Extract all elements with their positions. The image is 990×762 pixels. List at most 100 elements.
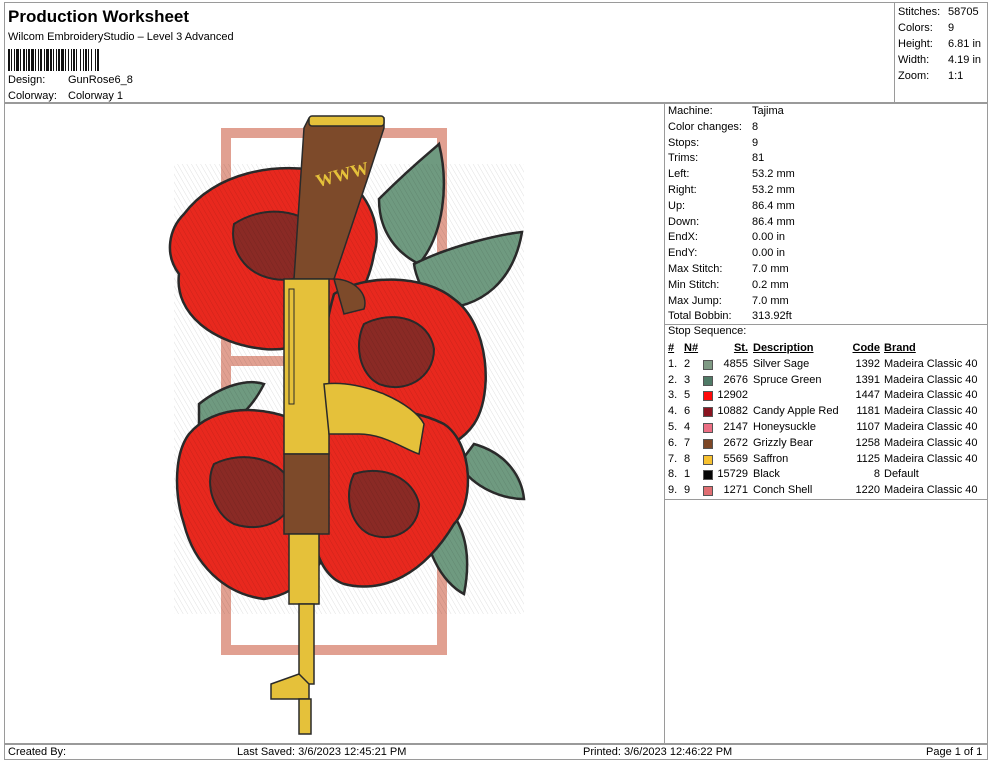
info-label: Trims:	[668, 152, 699, 165]
machine-info-row: EndY: 0.00 in	[668, 246, 988, 262]
created-by: Created By:	[8, 746, 67, 758]
stop-index: 6.	[668, 436, 678, 449]
stitch-count: 5569	[723, 452, 748, 465]
color-swatch	[703, 486, 713, 497]
colors-label: Colors:	[898, 22, 933, 34]
thread-brand: Madeira Classic 40	[884, 357, 978, 370]
stop-index: 9.	[668, 484, 678, 497]
colors-row: Colors: 9	[898, 20, 981, 36]
info-value: 7.0 mm	[752, 262, 789, 275]
machine-info-row: Stops:9	[668, 136, 988, 152]
stitches-value: 58705	[948, 6, 979, 18]
thread-code: 8	[873, 468, 880, 481]
needle-number: 9	[684, 484, 691, 497]
barcode	[8, 49, 164, 71]
color-swatch	[703, 454, 713, 465]
color-swatch	[703, 470, 713, 481]
design-preview: WWW	[4, 104, 665, 744]
info-label: Color changes:	[668, 120, 742, 133]
info-value: 0.00 in	[752, 231, 786, 244]
info-label: Max Jump:	[668, 294, 722, 307]
color-description: Saffron	[753, 452, 789, 465]
info-value: 86.4 mm	[752, 199, 795, 212]
stitches-label: Stitches:	[898, 6, 941, 18]
col-header-code: Code	[852, 342, 881, 354]
info-value: 53.2 mm	[752, 168, 795, 181]
needle-number: 2	[684, 357, 691, 370]
info-label: EndY:	[668, 247, 698, 260]
stop-index: 3.	[668, 389, 678, 402]
worksheet-footer: Created By: Last Saved: 3/6/2023 12:45:2…	[4, 745, 988, 760]
machine-info-row: Right:53.2 mm	[668, 183, 988, 199]
thread-brand: Madeira Classic 40	[884, 405, 978, 418]
info-label: Machine:	[668, 105, 713, 117]
color-description: Black	[753, 468, 780, 481]
page-title: Production Worksheet	[8, 7, 190, 26]
needle-number: 7	[684, 436, 691, 449]
info-value: Tajima	[752, 105, 784, 117]
zoom-row: Zoom:1:1	[898, 68, 981, 84]
info-value: 313.92ft	[752, 310, 792, 323]
design-value: GunRose6_8	[68, 74, 133, 86]
thread-code: 1220	[855, 484, 880, 497]
info-label: Min Stitch:	[668, 278, 720, 291]
embroidery-design-image: WWW	[168, 115, 526, 735]
colorway-value: Colorway 1	[68, 90, 124, 102]
thread-code: 1447	[855, 389, 880, 402]
stitch-count: 2147	[723, 420, 748, 433]
machine-info-row: Max Stitch:7.0 mm	[668, 262, 988, 278]
width-row: Width:4.19 in	[898, 52, 981, 68]
thread-brand: Madeira Classic 40	[884, 373, 978, 386]
colorway-label: Colorway:	[8, 90, 57, 102]
thread-brand: Madeira Classic 40	[884, 389, 978, 402]
last-saved: Last Saved: 3/6/2023 12:45:21 PM	[237, 746, 407, 758]
stop-index: 1.	[668, 357, 678, 370]
stitch-count: 2672	[723, 436, 748, 449]
colorway-row: Colorway: Colorway 1	[8, 90, 123, 102]
worksheet-header: Production Worksheet Wilcom EmbroiderySt…	[5, 3, 895, 104]
colors-value: 9	[948, 22, 955, 34]
col-header-stitches: St.	[733, 342, 748, 354]
color-swatch	[703, 422, 713, 433]
info-label: EndX:	[668, 231, 698, 244]
height-label: Height:	[898, 38, 933, 50]
thread-brand: Madeira Classic 40	[884, 452, 978, 465]
machine-info-row: Max Jump: 7.0 mm	[668, 294, 988, 310]
width-value: 4.19 in	[948, 54, 982, 66]
needle-number: 3	[684, 373, 691, 386]
design-row: Design:GunRose6_8	[8, 74, 133, 86]
col-header-description: Description	[753, 342, 814, 354]
color-description: Honeysuckle	[753, 420, 816, 433]
table-divider	[665, 499, 988, 500]
machine-info-row: Total Bobbin: 313.92ft	[668, 309, 988, 325]
color-swatch	[703, 375, 713, 386]
thread-brand: Default	[884, 468, 919, 481]
color-description: Silver Sage	[753, 357, 810, 370]
info-value: 86.4 mm	[752, 215, 795, 228]
color-swatch	[703, 438, 713, 449]
info-label: Total Bobbin:	[668, 310, 732, 323]
needle-number: 6	[684, 405, 691, 418]
info-value: 0.00 in	[752, 247, 786, 260]
worksheet-frame	[4, 2, 988, 760]
info-label: Up:	[668, 199, 686, 212]
stop-sequence-title: Stop Sequence:	[668, 325, 747, 337]
machine-info-row: Machine: Tajima	[668, 104, 988, 120]
stitch-count: 4855	[723, 357, 748, 370]
thread-code: 1107	[856, 420, 880, 433]
thread-brand: Madeira Classic 40	[884, 436, 978, 449]
zoom-label: Zoom:	[898, 70, 930, 82]
needle-number: 5	[684, 389, 691, 402]
stitch-count: 15729	[717, 468, 748, 481]
info-value: 7.0 mm	[752, 294, 789, 307]
thread-brand: Madeira Classic 40	[884, 484, 978, 497]
